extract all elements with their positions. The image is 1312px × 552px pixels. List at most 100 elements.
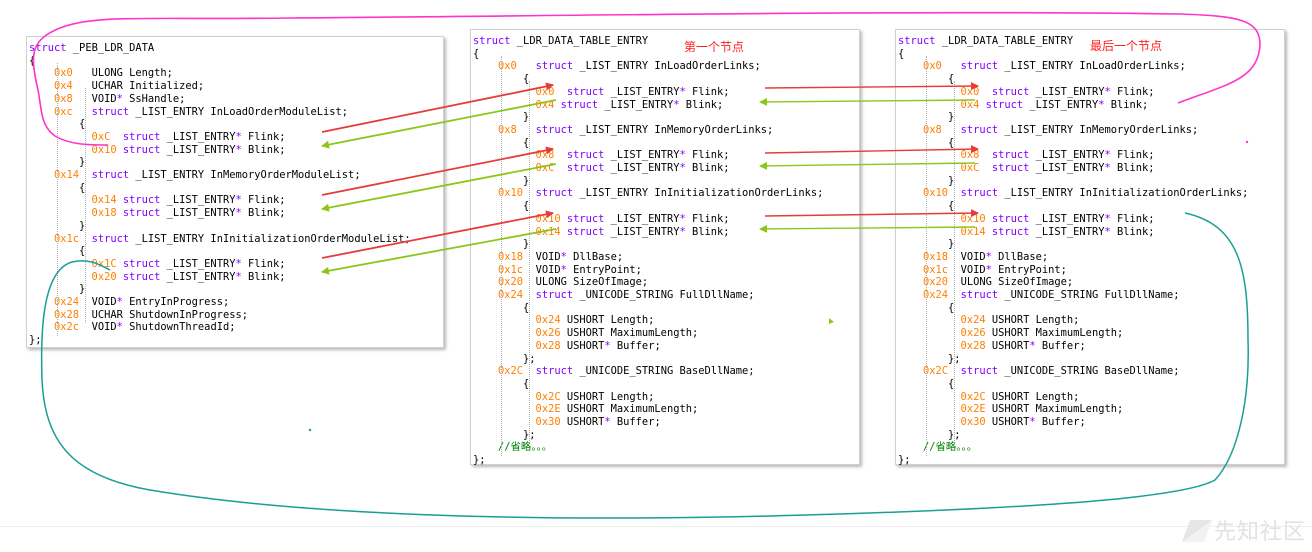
code-token: Flink; (241, 257, 286, 270)
code-line: 0x2C struct _UNICODE_STRING BaseDllName; (473, 365, 755, 377)
code-token: { (29, 118, 86, 131)
code-token: * (235, 194, 242, 207)
code-token: 0x14 (29, 194, 117, 207)
code-token: USHORT Length; (985, 390, 1080, 403)
code-line: { (898, 378, 954, 390)
code-token: { (29, 245, 86, 258)
stray-teal-dot (308, 428, 312, 432)
code-token: struct (529, 187, 574, 200)
code-token: struct (85, 169, 130, 181)
code-token: } (473, 174, 530, 187)
flink-arrow-init (321, 210, 554, 259)
code-token: 0xc (29, 105, 86, 118)
code-line: 0x0 struct _LIST_ENTRY InLoadOrderLinks; (473, 60, 761, 72)
code-token: 0x1c (473, 263, 530, 276)
code-token: struct (529, 365, 574, 378)
code-token: { (29, 181, 86, 194)
code-line: } (898, 238, 954, 250)
code-token: _LIST_ENTRY InLoadOrderModuleList; (129, 105, 349, 118)
code-token: ULONG Length; (85, 67, 173, 80)
code-token: struct (560, 225, 605, 238)
code-line: 0xC struct _LIST_ENTRY* Blink; (898, 162, 1155, 174)
code-token: USHORT MaximumLength; (560, 327, 699, 340)
code-token: DllBase; (991, 250, 1049, 263)
code-line: 0x14 struct _LIST_ENTRY* Flink; (29, 194, 286, 206)
code-line: 0x2E USHORT MaximumLength; (473, 403, 699, 416)
code-token: Blink; (241, 207, 286, 220)
code-line: 0x1C struct _LIST_ENTRY* Flink; (29, 258, 286, 270)
code-token: * (679, 225, 686, 238)
code-token: * (1104, 85, 1111, 98)
code-line: { (29, 55, 35, 67)
code-line: }; (29, 334, 42, 346)
code-line: { (898, 200, 954, 212)
code-token: Flink; (1110, 149, 1155, 162)
code-token: 0x0 (473, 60, 530, 73)
code-token: _LIST_ENTRY InInitializationOrderLinks; (998, 187, 1249, 200)
code-token: 0x0 (29, 67, 86, 80)
code-token: } (473, 238, 530, 251)
code-line: 0x20 ULONG SizeOfImage; (898, 276, 1073, 288)
code-token: * (235, 257, 242, 270)
code-token: { (898, 301, 955, 314)
code-token: 0x2C (898, 365, 955, 378)
code-token: VOID (85, 296, 117, 308)
code-token: Buffer; (1035, 416, 1086, 428)
code-line: 0x2C struct _UNICODE_STRING BaseDllName; (898, 365, 1180, 377)
code-token: Blink; (1104, 98, 1149, 111)
code-line: 0x20 ULONG SizeOfImage; (473, 276, 648, 288)
code-token: { (898, 377, 955, 390)
code-line: { (29, 182, 85, 194)
code-token: 0x10 (473, 187, 530, 200)
code-token: 0x28 (29, 308, 86, 321)
code-token: struct (85, 232, 130, 245)
stray-green-tick (829, 318, 834, 324)
code-token: } (29, 219, 86, 232)
code-token: _LIST_ENTRY (160, 257, 236, 270)
code-token: }; (29, 334, 42, 347)
code-token: _LIST_ENTRY (604, 212, 680, 225)
code-token: 0x14 (898, 225, 986, 238)
code-token: _UNICODE_STRING BaseDllName; (998, 365, 1180, 378)
code-token: _LIST_ENTRY (1029, 149, 1105, 162)
code-token: _UNICODE_STRING FullDllName; (998, 289, 1180, 301)
blink-arrow-to-first-load (759, 97, 976, 106)
code-line: 0x10 struct _LIST_ENTRY InInitialization… (898, 187, 1248, 199)
code-token: USHORT MaximumLength; (985, 327, 1124, 340)
code-token: _LIST_ENTRY (160, 143, 236, 156)
code-line: 0x8 VOID* SsHandle; (29, 93, 185, 105)
code-token: { (898, 73, 955, 86)
code-token: 0x0 (898, 60, 955, 73)
code-token: _UNICODE_STRING FullDllName; (573, 289, 755, 301)
code-token: Blink; (241, 270, 286, 283)
caption-last-node: 最后一个节点 (1090, 39, 1163, 53)
code-token: Blink; (685, 225, 730, 238)
indent-guide (954, 81, 955, 444)
code-line: } (473, 238, 529, 250)
code-token: struct (985, 85, 1030, 98)
code-token: struct (954, 365, 999, 378)
code-token: }; (898, 454, 911, 467)
code-token: } (898, 174, 955, 187)
code-token: ULONG SizeOfImage; (954, 276, 1074, 289)
code-token: USHORT (560, 339, 605, 352)
code-token: * (604, 339, 611, 352)
code-token: ULONG SizeOfImage; (529, 276, 649, 289)
code-line: 0x1c struct _LIST_ENTRY InInitialization… (29, 233, 411, 245)
code-token: _LIST_ENTRY InMemoryOrderModuleList; (129, 169, 361, 181)
code-token: Flink; (1110, 212, 1155, 225)
code-token: 0x8 (898, 123, 955, 136)
code-token: _LDR_DATA_TABLE_ENTRY (510, 35, 649, 47)
code-token: USHORT MaximumLength; (985, 403, 1124, 416)
bottom-divider (0, 526, 1312, 527)
code-token: struct (116, 207, 161, 220)
code-token: 0x2E (473, 403, 561, 416)
code-token: { (473, 47, 480, 60)
caption-first-node: 第一个节点 (684, 40, 745, 54)
code-line: 0x10 struct _LIST_ENTRY* Flink; (473, 213, 730, 225)
code-token: Blink; (1110, 225, 1155, 238)
code-token: _PEB_LDR_DATA (66, 42, 155, 54)
code-token: struct (116, 143, 161, 156)
flink-arrow-to-last-memory (764, 145, 979, 154)
indent-guide (501, 55, 502, 457)
